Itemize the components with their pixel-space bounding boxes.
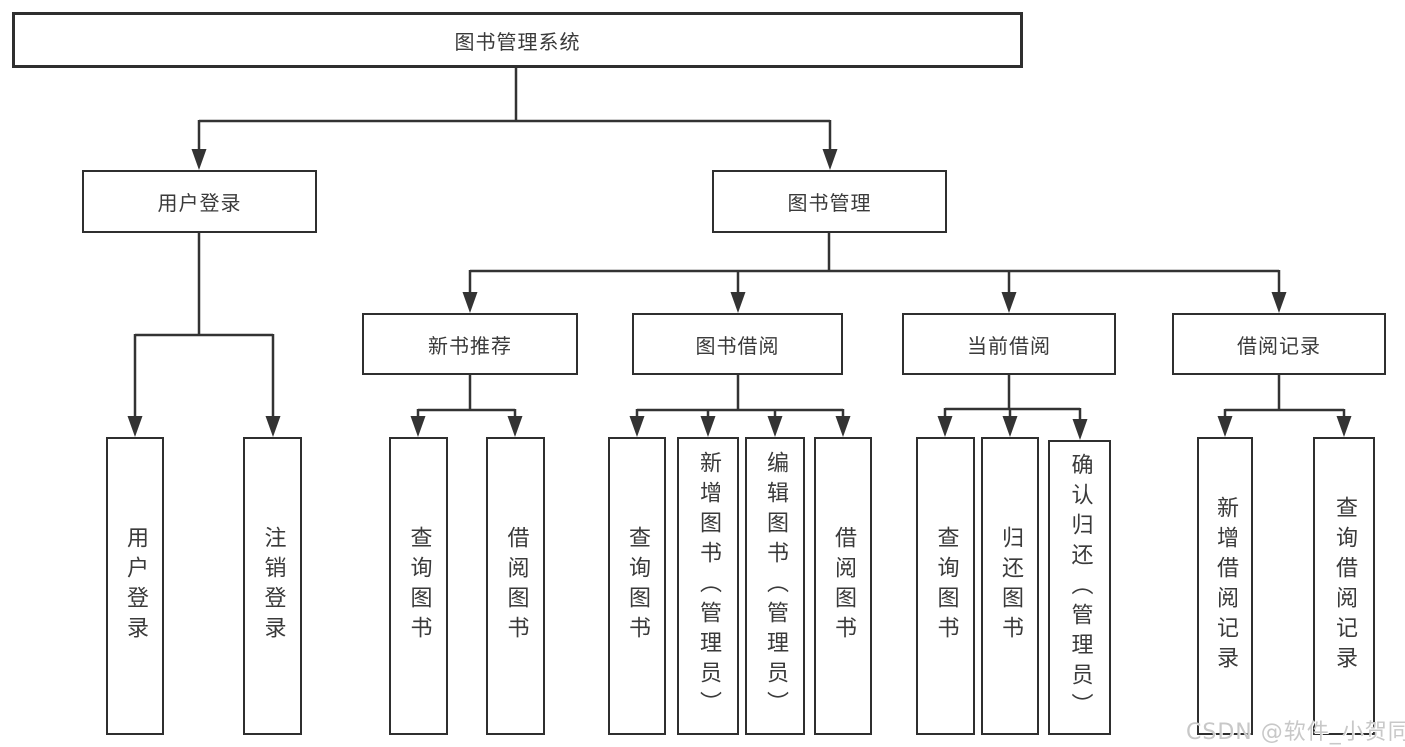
leaf-borrow-books-1: 借阅图书 [486,437,545,735]
arrow-down-icon [767,416,783,437]
arrowheads [127,149,1352,440]
node-root-label: 图书管理系统 [454,29,581,54]
arrow-down-icon [730,292,746,313]
node-current-borrowing-label: 当前借阅 [967,333,1051,358]
connector-new-book-group [416,375,517,418]
leaf-confirm-return-admin: 确认归还（管理员） [1048,440,1111,735]
leaf-return-books: 归还图书 [981,437,1039,735]
leaf-logout: 注销登录 [243,437,302,735]
connector-book-borrow-group [635,375,845,418]
leaf-add-books-admin: 新增图书（管理员） [677,437,739,735]
leaf-add-books-admin-label: 新增图书（管理员） [696,451,721,721]
arrow-down-icon [700,416,716,437]
leaf-add-borrow-record-label: 新增借阅记录 [1213,496,1238,676]
node-current-borrowing: 当前借阅 [902,313,1116,375]
node-book-borrowing-label: 图书借阅 [695,333,780,358]
leaf-query-books-2: 查询图书 [608,437,666,735]
connector-user-login-group [133,233,275,418]
arrow-down-icon [462,292,478,313]
leaf-query-books-1: 查询图书 [389,437,448,735]
leaf-edit-books-admin: 编辑图书（管理员） [745,437,805,735]
leaf-borrow-books-1-label: 借阅图书 [503,526,529,646]
connector-current-borrow-group [943,375,1082,421]
node-user-login: 用户登录 [82,170,317,233]
leaf-borrow-books-2-label: 借阅图书 [831,526,856,646]
leaf-edit-books-admin-label: 编辑图书（管理员） [763,451,788,721]
leaf-query-books-3: 查询图书 [916,437,975,735]
connector-root-to-level2 [197,68,832,151]
leaf-logout-label: 注销登录 [260,526,286,646]
leaf-user-login-label: 用户登录 [123,526,148,646]
arrow-down-icon [1072,419,1088,440]
connector-book-management-group [468,233,1281,294]
node-root: 图书管理系统 [12,12,1023,68]
arrow-down-icon [410,416,426,437]
leaf-confirm-return-admin-label: 确认归还（管理员） [1067,452,1093,723]
leaf-query-books-2-label: 查询图书 [625,526,650,646]
arrow-down-icon [265,416,281,437]
arrow-down-icon [1217,416,1233,437]
leaf-query-books-1-label: 查询图书 [406,526,432,646]
node-book-management-label: 图书管理 [787,191,872,215]
arrow-down-icon [1271,292,1287,313]
arrow-down-icon [127,416,143,437]
watermark: CSDN @软件_小贺同学 [1186,720,1405,745]
arrow-down-icon [507,416,523,437]
leaf-query-borrow-record-label: 查询借阅记录 [1332,496,1357,676]
arrow-down-icon [835,416,851,437]
node-new-book-recommendation: 新书推荐 [362,313,578,375]
arrow-down-icon [1002,416,1018,437]
arrow-down-icon [629,416,645,437]
arrow-down-icon [1336,416,1352,437]
node-borrow-records: 借阅记录 [1172,313,1386,375]
leaf-query-borrow-record: 查询借阅记录 [1313,437,1375,735]
arrow-down-icon [937,416,953,437]
arrow-down-icon [822,149,838,170]
arrow-down-icon [191,149,207,170]
leaf-user-login: 用户登录 [106,437,164,735]
node-book-borrowing: 图书借阅 [632,313,843,375]
node-book-management: 图书管理 [712,170,947,233]
leaf-add-borrow-record: 新增借阅记录 [1197,437,1253,735]
connector-borrow-records-group [1223,375,1346,418]
node-new-book-recommendation-label: 新书推荐 [428,333,512,358]
arrow-down-icon [1001,292,1017,313]
leaf-borrow-books-2: 借阅图书 [814,437,872,735]
node-user-login-label: 用户登录 [157,191,242,215]
node-borrow-records-label: 借阅记录 [1237,333,1321,358]
leaf-query-books-3-label: 查询图书 [933,526,959,646]
leaf-return-books-label: 归还图书 [998,526,1023,646]
